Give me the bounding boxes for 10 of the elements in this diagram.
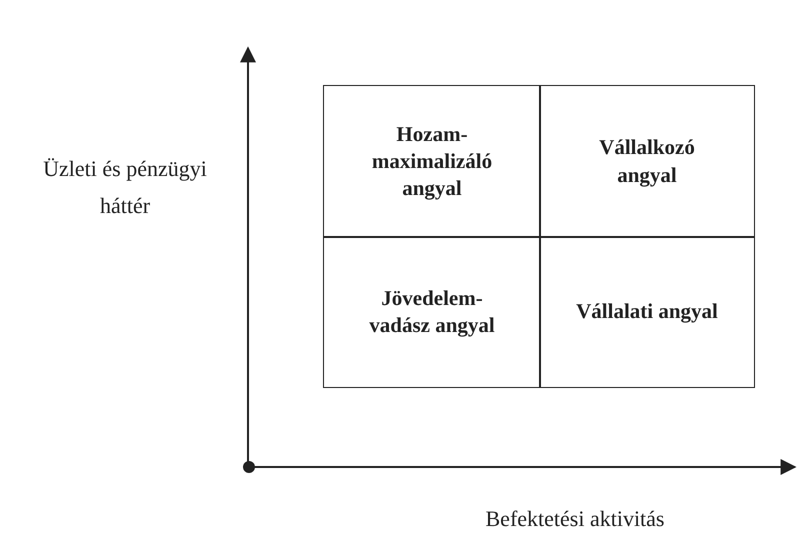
quadrant-label: Hozam-maximalizáló angyal bbox=[370, 120, 494, 202]
matrix-cell bbox=[539, 85, 755, 238]
x-axis-title: Befektetési aktivitás bbox=[484, 505, 666, 533]
matrix-cell bbox=[539, 236, 755, 388]
y-axis-title: Üzleti és pénzügyi háttér bbox=[42, 155, 208, 220]
matrix-cell bbox=[323, 236, 541, 388]
quadrant-label: Jövedelem-vadász angyal bbox=[368, 284, 496, 339]
quadrant-label: Vállalkozó angyal bbox=[598, 134, 696, 189]
matrix-cell bbox=[323, 85, 541, 238]
quadrant-label: Vállalati angyal bbox=[575, 298, 719, 326]
